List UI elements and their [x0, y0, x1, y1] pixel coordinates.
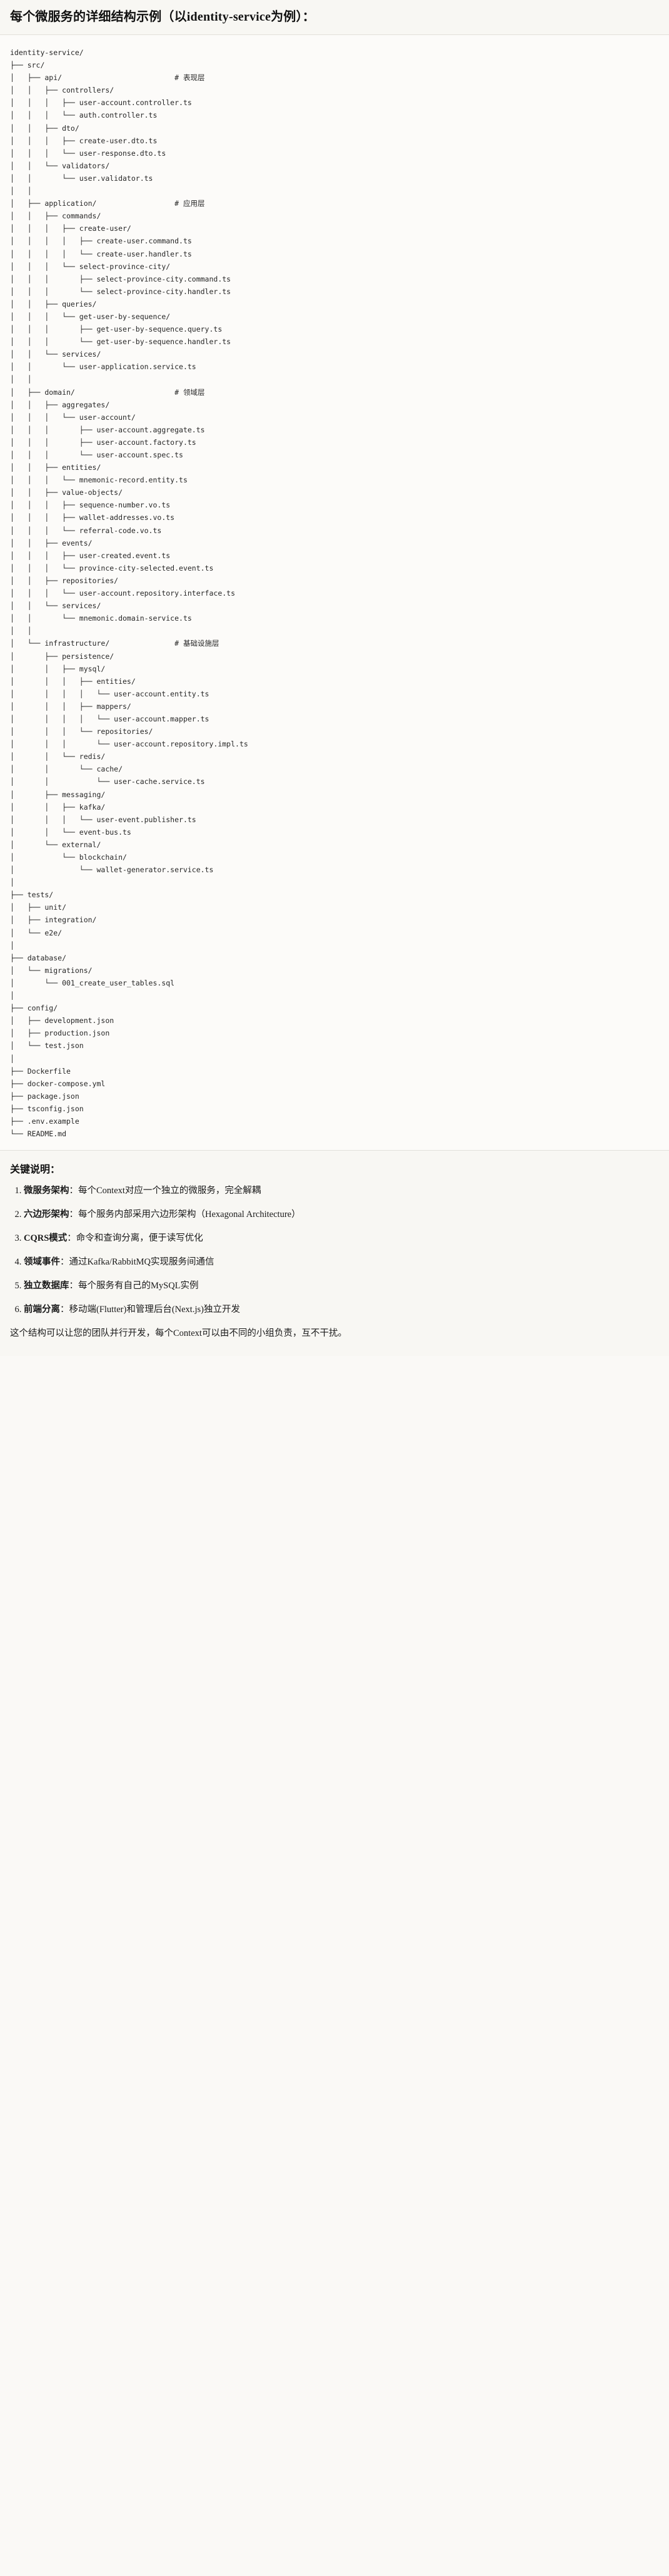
key-notes-section: 关键说明： 微服务架构：每个Context对应一个独立的微服务，完全解耦 六边形… [0, 1151, 669, 1356]
key-notes-title: 关键说明： [10, 1164, 61, 1176]
note-term: CQRS模式 [24, 1233, 68, 1244]
note-separator: ： [60, 1305, 69, 1315]
note-separator: ： [60, 1257, 69, 1268]
list-item: 六边形架构：每个服务内部采用六边形架构（Hexagonal Architectu… [24, 1208, 659, 1221]
list-item: 领域事件：通过Kafka/RabbitMQ实现服务间通信 [24, 1256, 659, 1269]
note-body: 命令和查询分离，便于读写优化 [76, 1233, 203, 1244]
list-item: 微服务架构：每个Context对应一个独立的微服务，完全解耦 [24, 1184, 659, 1198]
note-separator: ： [69, 1281, 79, 1291]
closing-remark: 这个结构可以让您的团队并行开发，每个Context可以由不同的小组负责，互不干扰… [10, 1328, 347, 1339]
document-header: 每个微服务的详细结构示例（以identity-service为例）： [0, 0, 669, 34]
list-item: CQRS模式：命令和查询分离，便于读写优化 [24, 1232, 659, 1245]
list-item: 独立数据库：每个服务有自己的MySQL实例 [24, 1280, 659, 1293]
page-root: 每个微服务的详细结构示例（以identity-service为例）： ident… [0, 0, 669, 1356]
directory-tree: identity-service/ ├── src/ │ ├── api/ # … [10, 48, 248, 1139]
note-body: 通过Kafka/RabbitMQ实现服务间通信 [69, 1257, 214, 1268]
note-term: 前端分离 [24, 1305, 60, 1315]
note-body: 每个服务有自己的MySQL实例 [78, 1281, 199, 1291]
tree-divider [0, 1150, 669, 1151]
note-body: 每个服务内部采用六边形架构（Hexagonal Architecture） [78, 1209, 301, 1220]
list-item: 前端分离：移动端(Flutter)和管理后台(Next.js)独立开发 [24, 1303, 659, 1316]
directory-tree-block: identity-service/ ├── src/ │ ├── api/ # … [0, 35, 669, 1151]
note-body: 每个Context对应一个独立的微服务，完全解耦 [78, 1186, 261, 1196]
note-term: 六边形架构 [24, 1209, 69, 1220]
note-separator: ： [69, 1186, 79, 1196]
key-notes-list: 微服务架构：每个Context对应一个独立的微服务，完全解耦 六边形架构：每个服… [10, 1184, 659, 1316]
page-title: 每个微服务的详细结构示例（以identity-service为例）： [10, 10, 315, 24]
header-divider [0, 34, 669, 35]
note-separator: ： [69, 1209, 79, 1220]
note-term: 独立数据库 [24, 1281, 69, 1291]
note-term: 微服务架构 [24, 1186, 69, 1196]
note-separator: ： [67, 1233, 76, 1244]
note-term: 领域事件 [24, 1257, 60, 1268]
note-body: 移动端(Flutter)和管理后台(Next.js)独立开发 [69, 1305, 240, 1315]
